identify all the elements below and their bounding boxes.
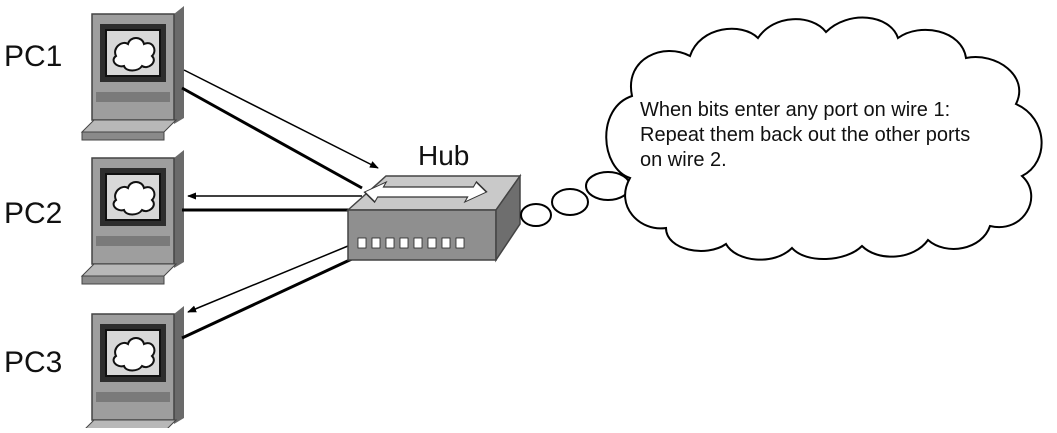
pc2-label: PC2 [4,197,63,230]
arrow-hub-to-pc3 [187,245,349,313]
arrow-pc1-to-hub [183,69,379,169]
bubble-line-1: When bits enter any port on wire 1: [640,99,951,121]
hub-label: Hub [418,140,470,171]
pc3-icon [81,305,185,433]
wires [181,86,363,340]
thought-cloud-icon [605,16,1043,261]
bit-flow-arrows [183,69,379,313]
pc3-label: PC3 [4,346,63,379]
pc2-icon [81,149,185,285]
bubble-line-3: on wire 2. [640,149,727,171]
pc1-icon [81,5,185,141]
bubble-line-2: Repeat them back out the other ports [640,124,971,146]
hub-icon [346,173,522,263]
pc3-hub-wire [181,256,355,340]
pc1-label: PC1 [4,40,63,73]
thought-bubble-text: When bits enter any port on wire 1: Repe… [640,98,1057,173]
thought-bubble-trail [520,171,631,227]
pc1-hub-wire [181,86,363,190]
